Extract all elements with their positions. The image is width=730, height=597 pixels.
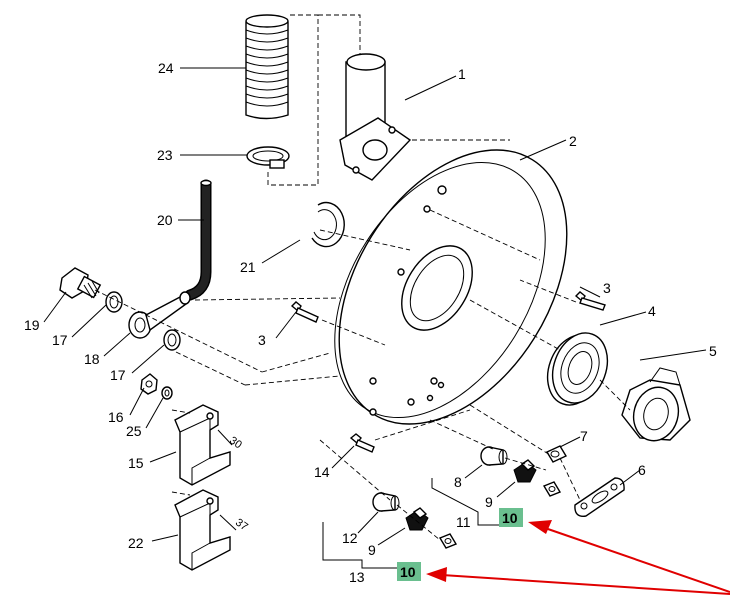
part-8-plug-upper (480, 446, 508, 466)
callout-17-lower: 17 (110, 367, 126, 383)
callout-6: 6 (638, 462, 646, 478)
part-7-fitting (545, 445, 568, 463)
callout-1: 1 (458, 66, 466, 82)
leader-lines (43, 67, 707, 546)
callout-20: 20 (157, 212, 173, 228)
part-3-screw-left (290, 301, 319, 323)
callout-23: 23 (157, 147, 173, 163)
part-17-washer-lower (163, 329, 181, 351)
callout-7: 7 (580, 428, 588, 444)
highlight-10-upper: 10 (499, 508, 523, 527)
callout-15: 15 (128, 455, 144, 471)
callout-24: 24 (158, 60, 174, 76)
callout-25: 25 (126, 423, 142, 439)
callout-8: 8 (454, 474, 462, 490)
callout-9-upper: 9 (485, 494, 493, 510)
callout-14: 14 (314, 464, 330, 480)
part-14-screw (349, 433, 375, 453)
red-arrow-upper (528, 520, 730, 593)
assembly-lines (94, 139, 631, 541)
callout-3-right: 3 (603, 280, 611, 296)
callout-22: 22 (128, 535, 144, 551)
callout-13: 13 (349, 569, 365, 585)
highlight-10-lower: 10 (397, 562, 421, 581)
callout-10-lower: 10 (400, 564, 416, 580)
callout-17-upper: 17 (52, 332, 68, 348)
callout-18: 18 (84, 351, 100, 367)
callout-9-lower: 9 (368, 542, 376, 558)
callout-30: 30 (227, 434, 244, 451)
callout-19: 19 (24, 317, 40, 333)
part-18-banjo-fitting (128, 291, 191, 339)
part-10-fitting-lower (438, 533, 458, 549)
part-10-fitting-upper (542, 481, 562, 497)
callout-2: 2 (569, 133, 577, 149)
part-6-gasket-plate (574, 477, 625, 517)
callout-12: 12 (342, 530, 358, 546)
part-2-disc-housing (334, 149, 568, 425)
callout-16: 16 (108, 409, 124, 425)
callout-10-upper: 10 (502, 510, 518, 526)
part-4-bearing (546, 332, 609, 406)
part-3-screw-right (574, 291, 606, 311)
part-5-coupling-hub (621, 367, 691, 442)
callout-21: 21 (240, 259, 256, 275)
part-16-nut (140, 373, 158, 395)
part-9-plug-lower (405, 507, 429, 531)
dimension-30: 30 (217, 429, 244, 451)
part-19-banjo-bolt (59, 267, 102, 299)
callout-3-left: 3 (258, 332, 266, 348)
part-15-bracket (174, 404, 231, 486)
part-24-bellows-hose (245, 14, 289, 120)
dimension-37: 37 (219, 514, 250, 533)
red-arrow-lower (426, 567, 730, 595)
callout-5: 5 (709, 343, 717, 359)
bracket-13 (322, 522, 412, 569)
part-12-plug-lower (372, 492, 400, 512)
part-9-plug-upper (513, 459, 537, 483)
part-1-flanged-tube (339, 53, 412, 181)
part-22-bracket (174, 489, 231, 571)
part-21-snap-ring (311, 201, 345, 248)
callout-11: 11 (456, 514, 471, 530)
callout-4: 4 (648, 303, 656, 319)
part-23-hose-clamp (246, 146, 290, 169)
callout-37: 37 (233, 516, 250, 533)
part-20-bent-hose (184, 179, 212, 301)
part-25-washer (161, 386, 173, 400)
